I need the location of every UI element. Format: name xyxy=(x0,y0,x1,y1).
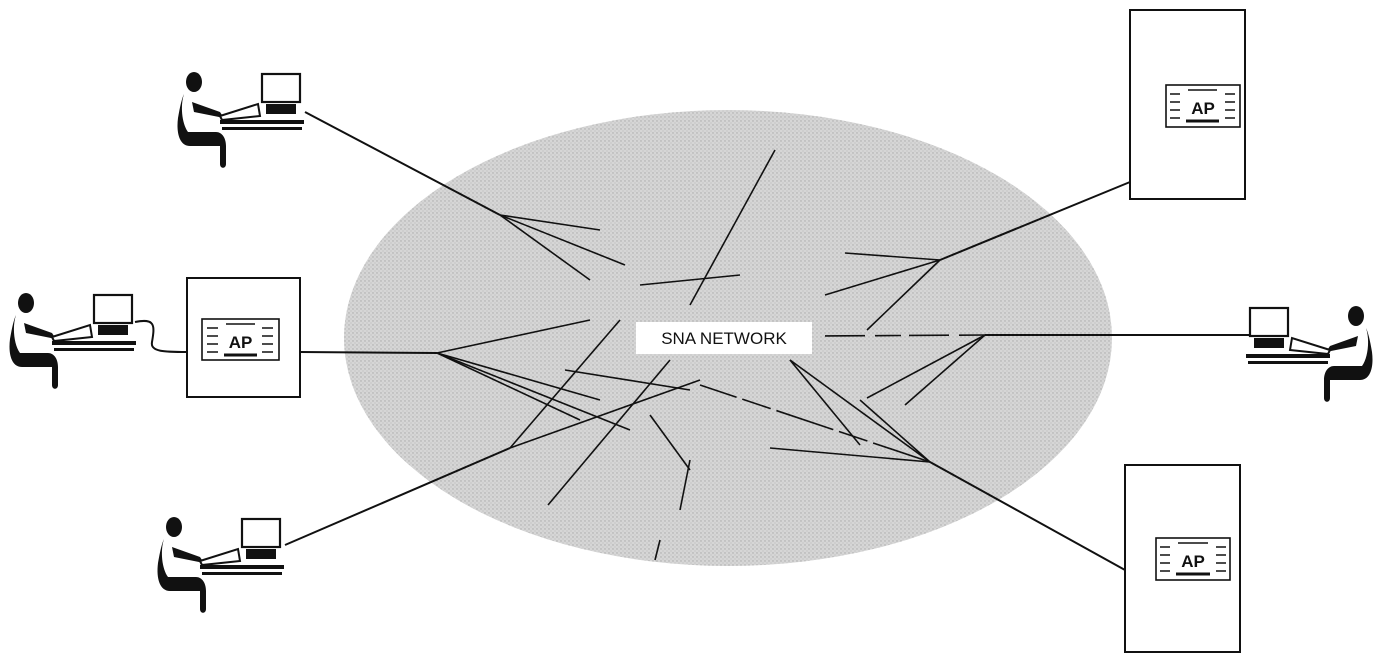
network-links xyxy=(436,149,986,561)
host-computer-left: AP xyxy=(186,277,301,398)
terminal-user-bottom-left xyxy=(156,515,286,614)
terminal-user-left xyxy=(8,291,138,390)
ap-application-icon: AP xyxy=(201,318,280,361)
host-computer-bottom-right: AP xyxy=(1124,464,1241,653)
ap-application-icon: AP xyxy=(1155,537,1231,581)
ap-label: AP xyxy=(229,333,253,352)
trunk-lines xyxy=(134,111,1250,571)
network-label-box xyxy=(636,322,812,354)
ap-label: AP xyxy=(1181,552,1205,571)
terminal-user-right xyxy=(1244,304,1374,403)
network-label: SNA NETWORK xyxy=(661,329,787,348)
ap-application-icon: AP xyxy=(1165,84,1241,128)
host-computer-top-right: AP xyxy=(1129,9,1246,200)
ap-label: AP xyxy=(1191,99,1215,118)
terminal-user-top-left xyxy=(176,70,306,169)
